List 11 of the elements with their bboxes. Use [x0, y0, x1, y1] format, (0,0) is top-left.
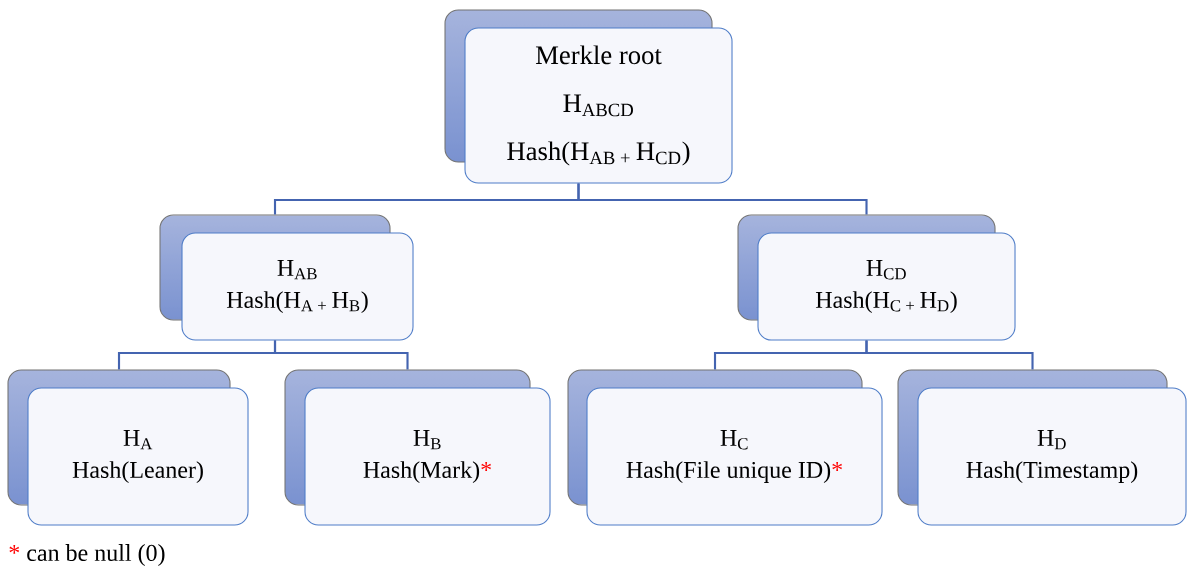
- connector-line: [577, 183, 868, 215]
- hash-box: H$_{A}$ Hash(Leaner): [7, 369, 249, 526]
- hash-box: H$_{D}$ Hash(Timestamp): [897, 369, 1187, 526]
- hash-box: H$_{CD}$ Hash(H$_{C +}$ H$_{D}$): [737, 214, 1016, 341]
- hash-box: H$_{B}$ Hash(Mark)*: [284, 369, 551, 526]
- hash-box: Merkle root H$_{ABCD}$ Hash(H$_{AB +}$ H$_{CD}$): [444, 9, 733, 184]
- hash-box: H$_{C}$ Hash(File unique ID)*: [567, 369, 883, 526]
- hash-box: H$_{AB}$ Hash(H$_{A +}$ H$_{B}$): [159, 214, 414, 341]
- connector-line: [865, 340, 1034, 370]
- connector-line: [273, 340, 409, 370]
- footnote: * can be null (0): [9, 544, 165, 566]
